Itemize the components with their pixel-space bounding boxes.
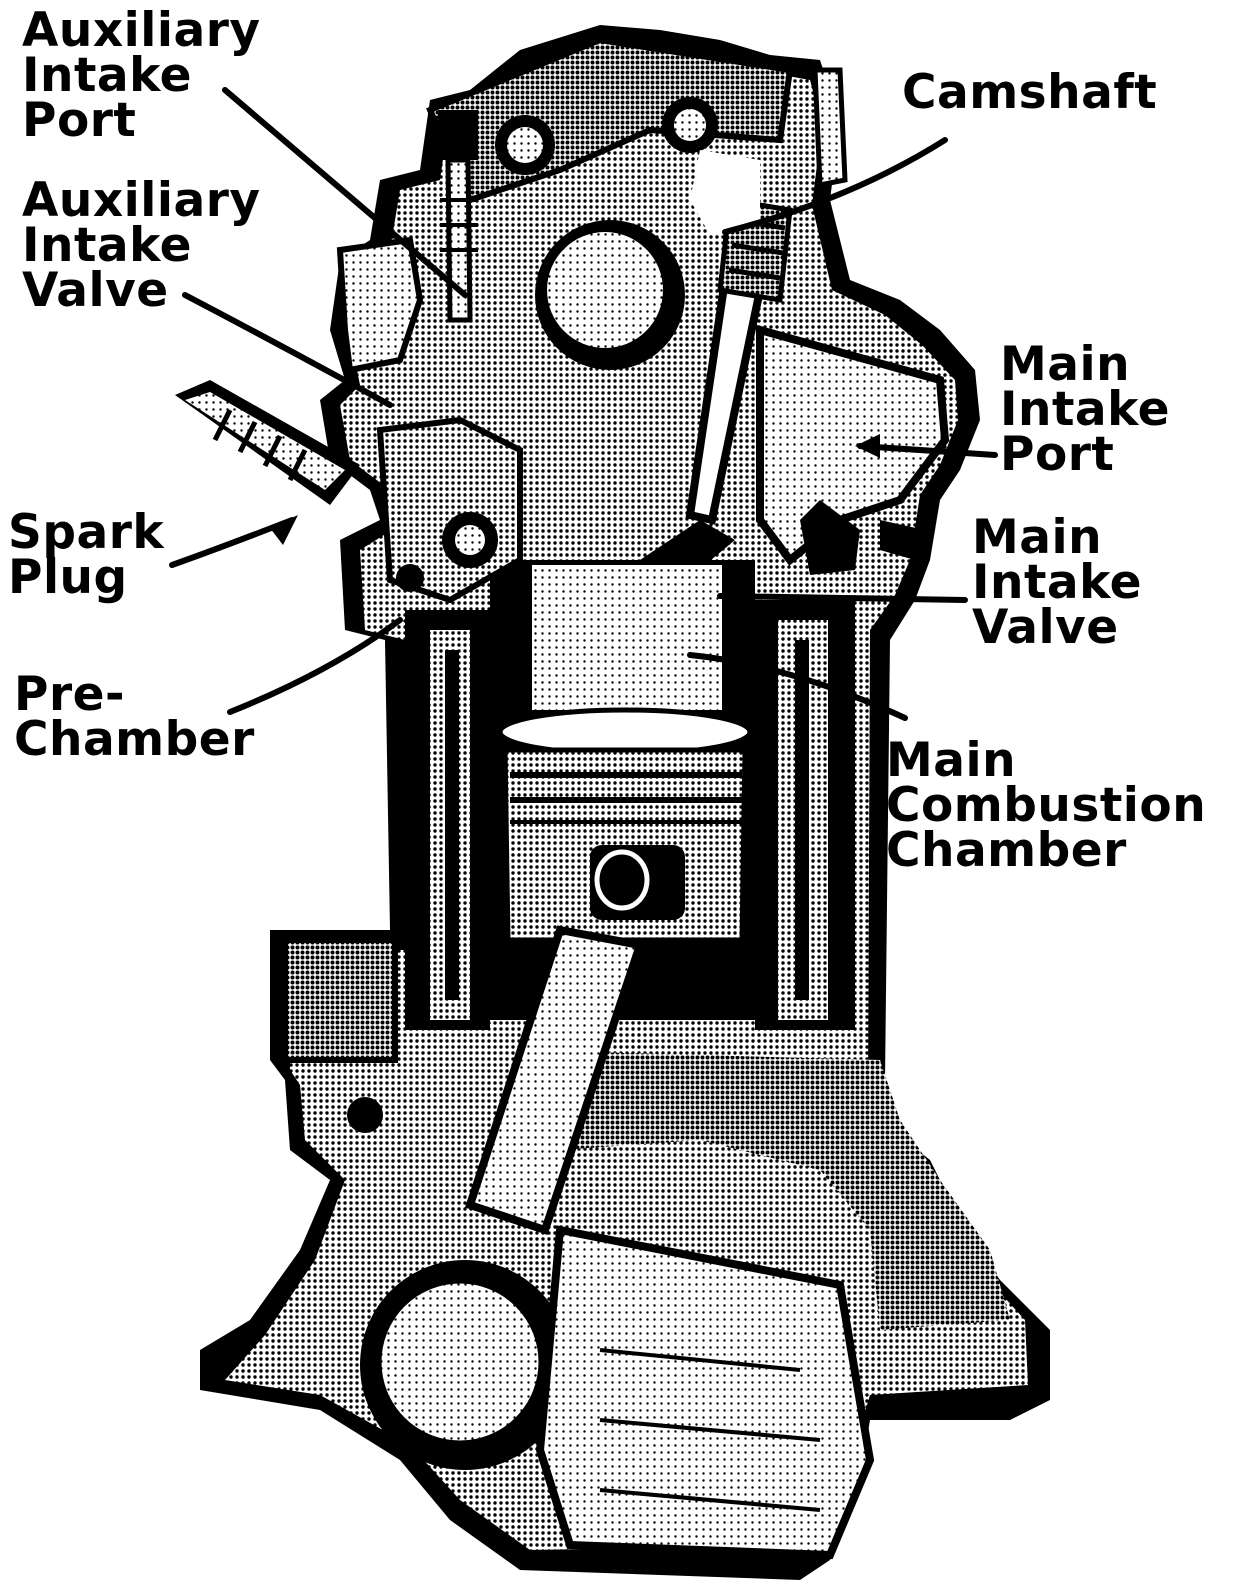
label-main-combustion-chamber: Main Combustion Chamber (886, 733, 1207, 878)
leader-main-intake-valve (717, 593, 968, 603)
label-pre-chamber: Pre- Chamber (14, 667, 255, 767)
piston-crown (497, 707, 753, 757)
leader-arrowheads (270, 434, 880, 545)
leader-pre-chamber (227, 617, 403, 715)
leader-aux-intake-port (222, 87, 468, 298)
crank-counterweight (535, 1225, 875, 1560)
connecting-rod (464, 925, 646, 1236)
label-spark-plug: Spark Plug (8, 505, 165, 605)
leader-main-intake-port (857, 443, 998, 458)
auxiliary-intake-port-passage (336, 236, 424, 374)
label-auxiliary-intake-port: Auxiliary Intake Port (22, 3, 261, 148)
water-jacket-left (282, 937, 398, 1063)
label-main-intake-valve: Main Intake Valve (972, 510, 1143, 655)
label-camshaft: Camshaft (902, 65, 1158, 120)
crankcase-shadow (520, 1050, 1010, 1330)
leader-main-combustion-chamber (687, 652, 908, 721)
label-auxiliary-intake-valve: Auxiliary Intake Valve (22, 173, 261, 318)
label-main-intake-port: Main Intake Port (1000, 337, 1171, 482)
main-intake-port-passage (756, 324, 950, 566)
leader-camshaft (722, 137, 948, 235)
leader-aux-intake-valve (182, 292, 393, 408)
main-combustion-chamber-space (532, 565, 722, 710)
spark-plug-body (175, 380, 360, 505)
